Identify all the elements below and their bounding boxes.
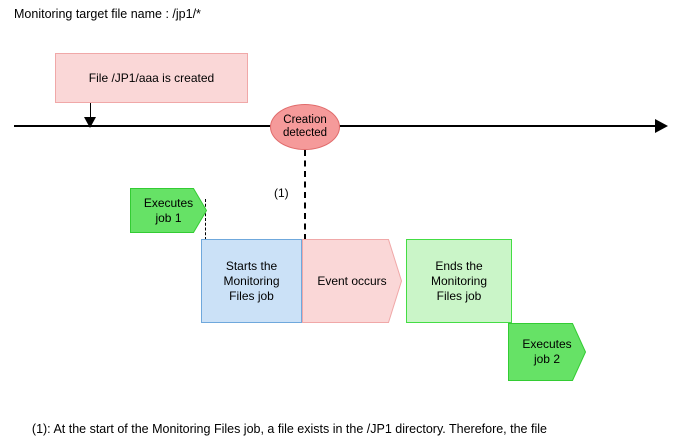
footnote-line-1: (1): At the start of the Monitoring File…: [31, 422, 547, 436]
event-occurs-pentagon-icon: [302, 239, 402, 323]
file-created-connector: [90, 103, 91, 120]
file-created-box: File /JP1/aaa is created: [55, 53, 248, 103]
monitoring-target-caption: Monitoring target file name : /jp1/*: [14, 7, 201, 21]
executes-job-2-shape: Executes job 2: [508, 323, 586, 381]
file-created-label: File /JP1/aaa is created: [88, 70, 215, 85]
executes-job-2-pentagon-icon: [508, 323, 586, 381]
event-occurs-shape: Event occurs: [302, 239, 402, 323]
creation-detected-marker: Creation detected: [270, 104, 340, 150]
creation-detected-label: Creation detected: [282, 114, 328, 139]
down-arrowhead-icon: [84, 117, 96, 128]
ends-monitoring-files-job-box: Ends the Monitoring Files job: [406, 239, 512, 323]
executes-job-1-dashed-line: [205, 199, 206, 240]
executes-job-1-pentagon-icon: [130, 188, 207, 233]
ends-monitoring-files-job-label: Ends the Monitoring Files job: [430, 258, 488, 303]
executes-job-1-shape: Executes job 1: [130, 188, 207, 233]
callout-reference-label: (1): [274, 186, 289, 200]
footnote: (1): At the start of the Monitoring File…: [18, 404, 678, 445]
timeline-arrowhead-icon: [655, 119, 668, 133]
starts-monitoring-files-job-box: Starts the Monitoring Files job: [201, 239, 302, 323]
creation-dashed-line: [304, 150, 306, 240]
starts-monitoring-files-job-label: Starts the Monitoring Files job: [223, 258, 280, 303]
